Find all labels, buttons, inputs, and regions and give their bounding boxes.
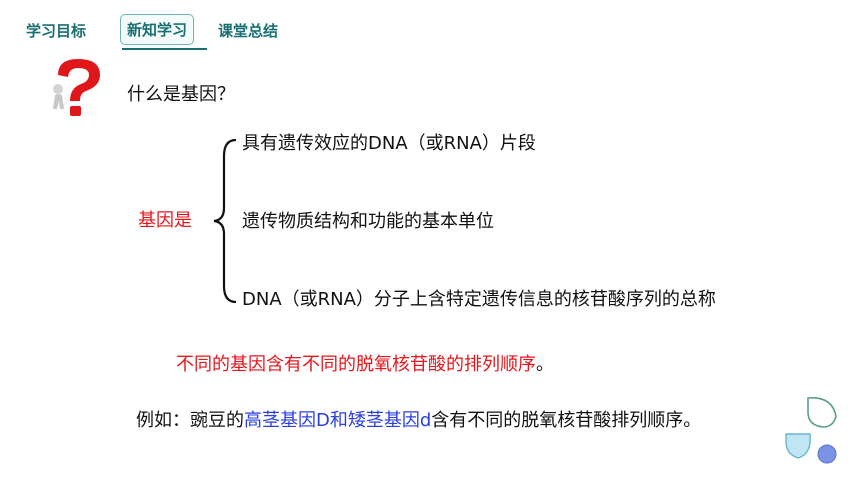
top-nav: 学习目标 新知学习 课堂总结 [26,14,326,50]
difference-note: 不同的基因含有不同的脱氧核苷酸的排列顺序。 [176,350,554,376]
question-mark-figure-icon [53,59,100,116]
question-text: 什么是基因？ [127,84,235,105]
definition-2: 遗传物质结构和功能的基本单位 [242,211,494,232]
example-sentence: 例如：豌豆的高茎基因D和矮茎基因d含有不同的脱氧核苷酸排列顺序。 [136,406,701,432]
example-suffix: 含有不同的脱氧核苷酸排列顺序。 [431,410,702,431]
difference-note-end: 。 [536,354,554,375]
gene-label: 基因是 [138,210,192,231]
droplet-decoration [785,397,837,464]
nav-active-underline [122,48,207,50]
nav-tab-learning-goals[interactable]: 学习目标 [26,22,87,40]
example-prefix: 例如：豌豆的 [136,410,244,431]
difference-note-text: 不同的基因含有不同的脱氧核苷酸的排列顺序 [176,354,536,375]
definition-3: DNA（或RNA）分子上含特定遗传信息的核苷酸序列的总称 [242,289,716,310]
nav-tab-new-learning[interactable]: 新知学习 [120,14,195,45]
example-highlight: 高茎基因D和矮茎基因d [244,410,432,431]
curly-brace [213,138,237,304]
nav-tab-class-summary[interactable]: 课堂总结 [218,22,279,40]
definition-1: 具有遗传效应的DNA（或RNA）片段 [242,133,536,154]
